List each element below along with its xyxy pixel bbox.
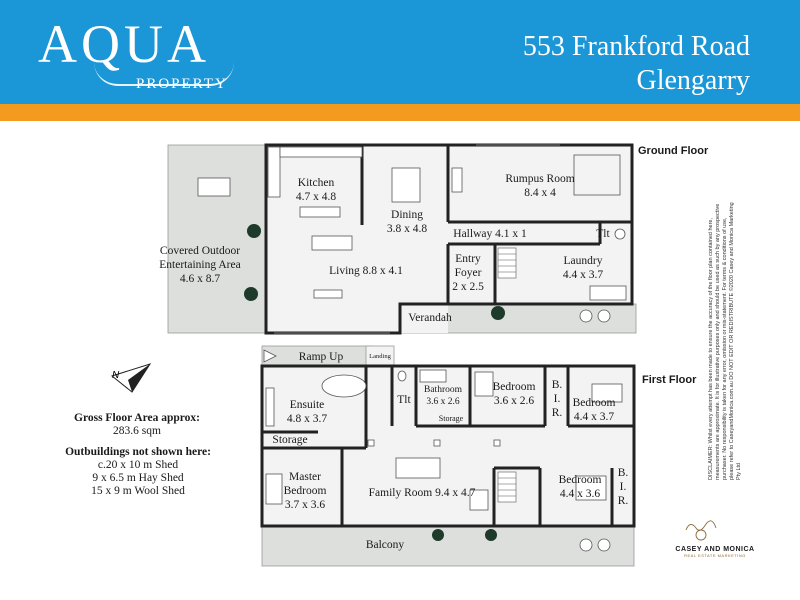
disclaimer-text: DISCLAIMER: Whilst every attempt has bee… bbox=[708, 202, 742, 480]
room-balcony: Balcony bbox=[365, 539, 405, 551]
room-hallway: Hallway 4.1 x 1 bbox=[453, 228, 527, 240]
property-address: 553 Frankford Road Glengarry bbox=[523, 30, 750, 98]
logo-wave-icon bbox=[94, 62, 234, 86]
ramp-up-label: Ramp Up bbox=[298, 351, 344, 363]
ground-floor-plan bbox=[167, 143, 637, 335]
gfa-title: Gross Floor Area approx: bbox=[74, 412, 200, 424]
bir-1: B.I.R. bbox=[551, 379, 563, 419]
address-suburb: Glengarry bbox=[636, 65, 750, 96]
first-floor-plan bbox=[260, 345, 636, 567]
casey-monica-logo-icon bbox=[685, 520, 717, 541]
svg-text:N: N bbox=[112, 370, 120, 381]
storage-small-label: Storage bbox=[438, 414, 464, 423]
room-living: Living 8.8 x 4.1 bbox=[329, 265, 403, 277]
room-verandah: Verandah bbox=[408, 312, 452, 324]
landing-label: Landing bbox=[369, 353, 391, 360]
bir-2: B.I.R. bbox=[617, 467, 629, 507]
ground-floor-label: Ground Floor bbox=[638, 145, 709, 157]
gfa-value: 283.6 sqm bbox=[113, 425, 161, 437]
room-family: Family Room 9.4 x 4.7 bbox=[368, 487, 476, 499]
logo-subtitle: PROPERTY bbox=[136, 76, 228, 92]
outbuilding-line: 15 x 9 m Wool Shed bbox=[91, 485, 185, 497]
brand-name: CASEY AND MONICA bbox=[675, 546, 755, 553]
header-accent-stripe bbox=[0, 104, 800, 121]
outbuildings-info: Outbuildings not shown here: c.20 x 10 m… bbox=[40, 446, 236, 498]
floor-area-info: Gross Floor Area approx: 283.6 sqm bbox=[52, 412, 222, 438]
outbuildings-title: Outbuildings not shown here: bbox=[65, 446, 211, 458]
header-banner bbox=[0, 0, 800, 104]
room-ground-toilet: Tlt bbox=[596, 228, 610, 240]
aqua-property-logo: AQUA PROPERTY bbox=[38, 17, 234, 92]
outbuilding-line: 9 x 6.5 m Hay Shed bbox=[92, 472, 184, 484]
first-floor-label: First Floor bbox=[642, 374, 697, 386]
address-street: 553 Frankford Road bbox=[522, 31, 750, 62]
outbuilding-line: c.20 x 10 m Shed bbox=[97, 459, 179, 471]
casey-monica-brand: CASEY AND MONICA REAL ESTATE MARKETING bbox=[660, 518, 770, 558]
room-first-toilet: Tlt bbox=[397, 394, 411, 406]
storage-label: Storage bbox=[272, 434, 308, 446]
brand-subtitle: REAL ESTATE MARKETING bbox=[684, 553, 746, 558]
north-arrow-icon: N bbox=[110, 363, 152, 393]
